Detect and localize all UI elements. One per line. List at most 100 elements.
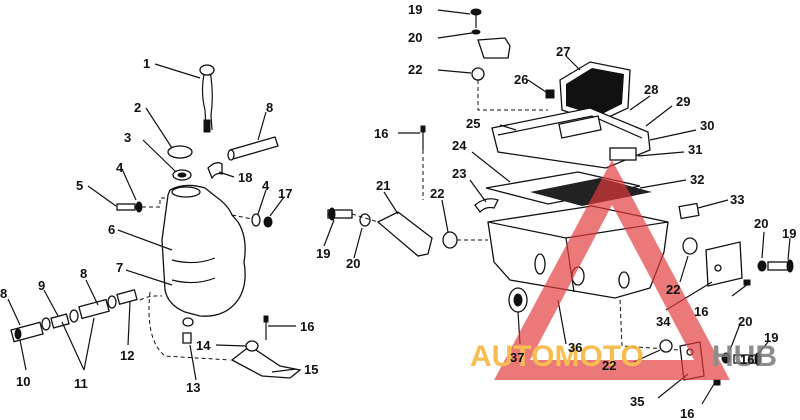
leader-4b [257,189,267,215]
callout-7: 7 [116,260,123,275]
outlet-clamp [182,332,192,344]
callout-36: 36 [568,340,582,355]
callout-8: 8 [80,266,87,281]
callout-8: 8 [0,286,7,301]
callout-16: 16 [300,319,314,334]
callout-4: 4 [262,178,270,193]
hose-routing-dash [148,291,231,361]
callout-22: 22 [408,62,422,77]
lower-washer [721,352,731,364]
hose-fitting-9 [50,313,70,329]
left-screw-dash [351,213,379,223]
callout-20: 20 [754,216,768,231]
leader-22a [437,69,472,74]
leader-3 [142,139,177,173]
vent-hose [474,198,499,214]
callout-31: 31 [688,142,702,157]
hose-clamp-a [41,317,51,331]
leader-13 [189,344,197,381]
base-hole-3 [618,271,630,289]
watermark: AUTOMOTO HUB [470,160,777,380]
nut-right [263,216,273,228]
leader-5 [87,185,117,207]
leader-12 [127,301,131,346]
washer-right [251,213,261,227]
left-airbox-bracket [376,211,433,257]
cap-gasket-hole [177,172,187,178]
callout-25: 25 [466,116,480,131]
watermark-text-right: HUB [712,340,777,373]
leader-1 [154,63,201,79]
lower-hose-chain [10,289,138,343]
leader-36 [557,299,567,345]
vent-fitting [678,202,700,220]
watermark-text-left: AUTOMOTO [470,340,644,373]
hose-routing-dash-2 [139,295,163,301]
leader-11 [61,317,95,371]
leader-24 [471,151,511,183]
callout-15: 15 [304,362,318,377]
leader-25 [499,124,517,131]
dipstick-handle [199,64,215,76]
bracket-grommet [245,340,259,352]
leader-28 [629,95,651,111]
leader-19b [323,219,335,247]
reservoir-tank [161,184,246,317]
callout-20: 20 [408,30,422,45]
callout-23: 23 [452,166,466,181]
reservoir-cap [167,145,193,159]
top-screw-head [470,8,482,16]
callout-16: 16 [374,126,388,141]
callout-22: 22 [602,358,616,373]
right-small-screw [743,279,751,286]
top-washer [471,29,481,35]
leader-16e [701,383,715,405]
leader-15 [271,368,297,373]
leader-21 [383,191,399,215]
leader-30 [649,129,697,141]
callout-17: 17 [278,186,292,201]
dipstick-wire-2 [209,69,213,131]
overflow-hose [229,136,279,160]
callout-19: 19 [764,330,778,345]
filter-clip [545,89,555,99]
leader-26 [527,79,547,93]
callout-22: 22 [430,186,444,201]
leader-8c [85,279,99,306]
callout-29: 29 [676,94,690,109]
top-grommet [471,67,485,81]
callout-27: 27 [556,44,570,59]
callout-21: 21 [376,178,390,193]
callout-33: 33 [730,192,744,207]
outlet-nipple [182,317,194,327]
callout-14: 14 [196,338,211,353]
lower-grommet [659,339,673,353]
callout-6: 6 [108,222,115,237]
lower-screw-head [754,352,762,366]
filter-foam [566,68,624,116]
lower-small-screw [713,379,721,386]
callout-24: 24 [452,138,467,153]
left-washer [359,213,371,227]
leader-14 [215,344,247,347]
leader-31 [637,151,685,157]
watermark-triangle-icon [494,160,730,380]
leader-23 [469,179,487,203]
leader-22c [679,255,689,283]
callout-16: 16 [680,406,694,420]
callout-13: 13 [186,380,200,395]
left-grommet [442,231,458,249]
callout-19: 19 [408,2,422,17]
mount-bolt-left [116,203,136,211]
leader-19a [437,9,471,15]
hose-clamp-c [107,295,117,309]
mid-screw-head [420,125,426,133]
callout-8: 8 [266,100,273,115]
callout-35: 35 [630,394,644,409]
right-washer [757,260,767,272]
leader-33 [697,199,729,209]
washer-left [135,201,143,213]
callout-4: 4 [116,160,124,175]
hose-end [227,149,235,161]
